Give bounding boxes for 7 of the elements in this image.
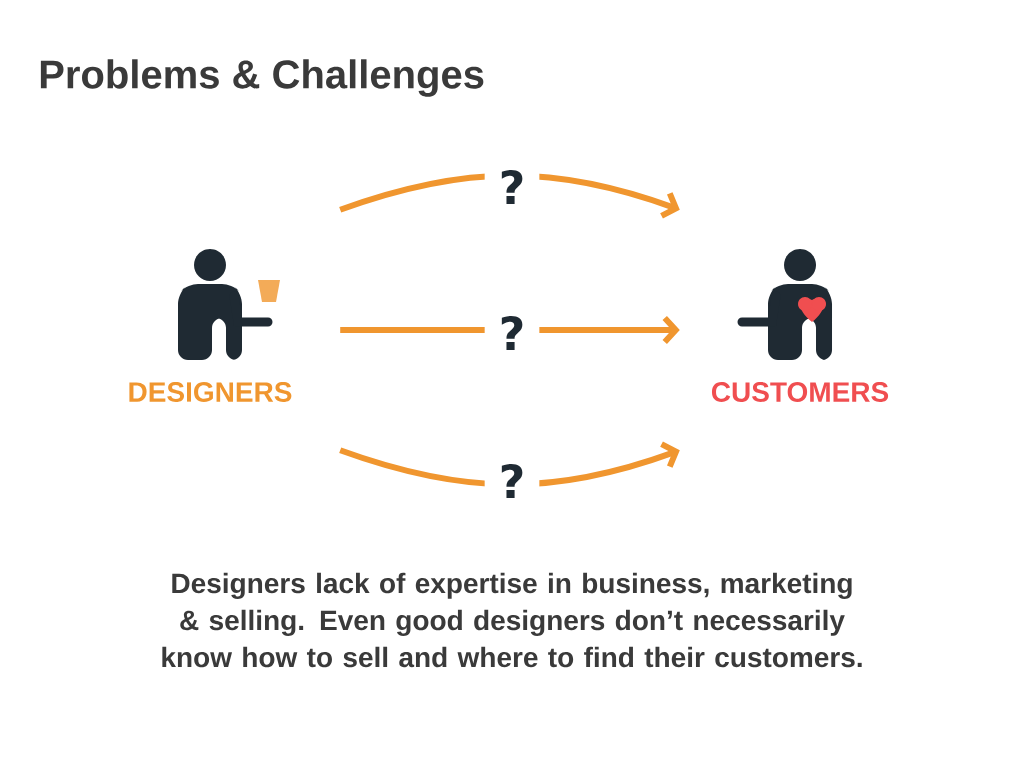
- question-mark: ?: [484, 313, 540, 353]
- title: Problems & Challenges: [40, 59, 484, 97]
- node-label: CUSTOMERS: [711, 382, 889, 402]
- question-mark: ?: [484, 167, 540, 207]
- question-mark: ?: [484, 461, 540, 501]
- node-label: DESIGNERS: [129, 382, 292, 402]
- description: Designers lack of expertise in business, marketing & selling. Even good designers don’t necessarily know how to sell and where to find their customers.: [162, 572, 862, 668]
